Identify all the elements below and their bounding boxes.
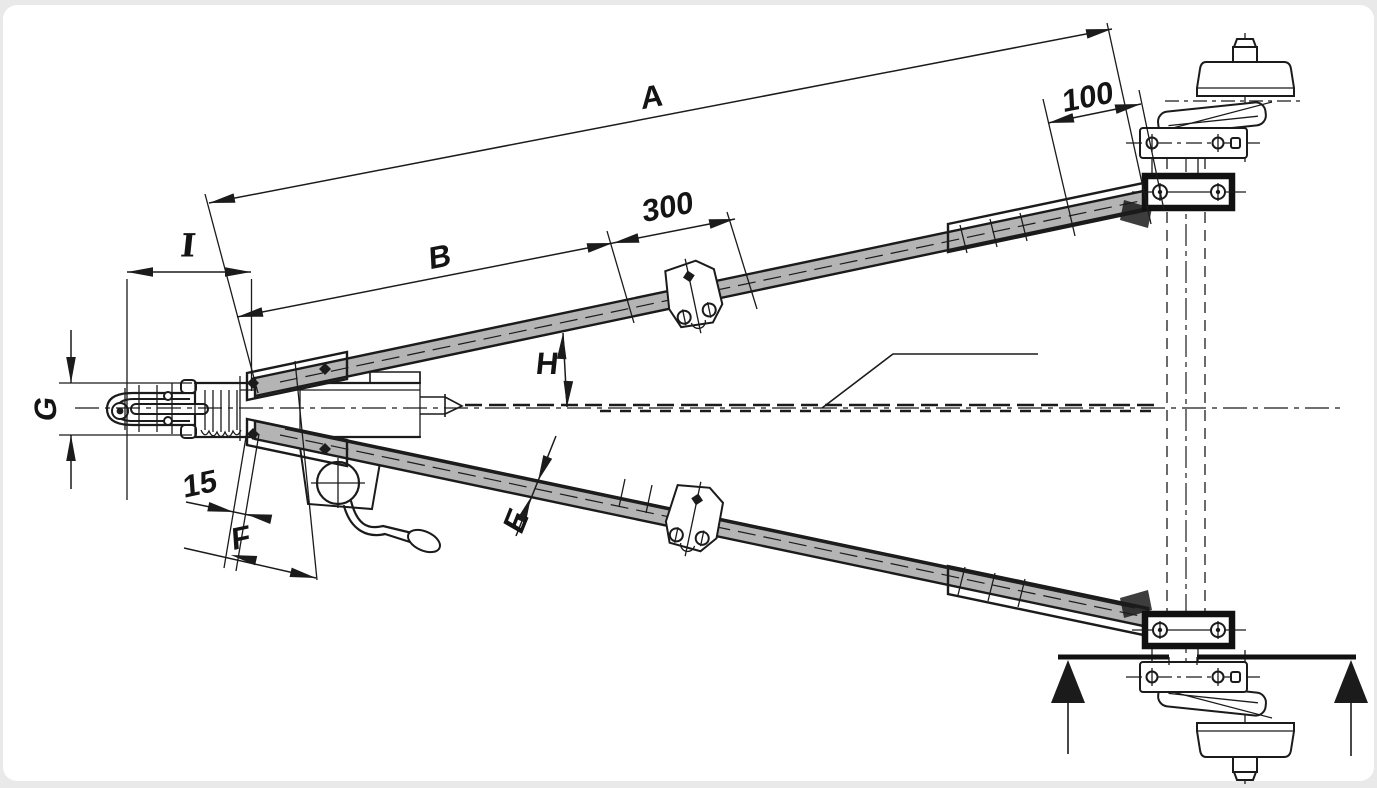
- dim-label-h: H: [534, 346, 560, 381]
- dim-label-g: G: [28, 394, 63, 423]
- dim-label-e: E: [497, 502, 535, 539]
- dim-label-b: B: [428, 237, 452, 276]
- axle-mounting-bracket-bottom: [1132, 610, 1246, 650]
- support-arrow-right: [1334, 660, 1368, 756]
- lower-arm-clamp-plate: [664, 481, 725, 557]
- coupling-bellows: [200, 390, 242, 438]
- dim-label-f: F: [230, 518, 251, 557]
- dimension-H: H: [534, 332, 574, 408]
- dim-label-100: 100: [1062, 74, 1115, 119]
- dim-label-300: 300: [642, 184, 695, 229]
- support-arrow-left: [1051, 660, 1085, 754]
- upper-arm-clamp-plate: [664, 258, 724, 334]
- dimension-15: 15: [182, 430, 273, 572]
- dimension-I: I: [126, 227, 253, 500]
- dim-label-i: I: [179, 227, 198, 265]
- leader-line: [821, 353, 1038, 409]
- dim-label-a: A: [640, 77, 664, 116]
- dim-label-15: 15: [182, 463, 218, 505]
- axle-tube-hidden: [1151, 150, 1206, 668]
- center-line: [75, 353, 1345, 413]
- dimension-B: B: [236, 230, 635, 324]
- axle-assembly-bottom: [1126, 650, 1295, 784]
- dimension-F: F: [183, 360, 318, 581]
- axle-assembly-top: [1126, 33, 1302, 162]
- dimension-100: 100: [1042, 74, 1165, 237]
- dimension-G: G: [28, 330, 192, 489]
- coupling-head: [105, 371, 464, 441]
- ground-reference-line: [1058, 654, 1356, 665]
- dimension-A: A: [204, 22, 1152, 394]
- axle-mounting-bracket-top: [1132, 172, 1246, 212]
